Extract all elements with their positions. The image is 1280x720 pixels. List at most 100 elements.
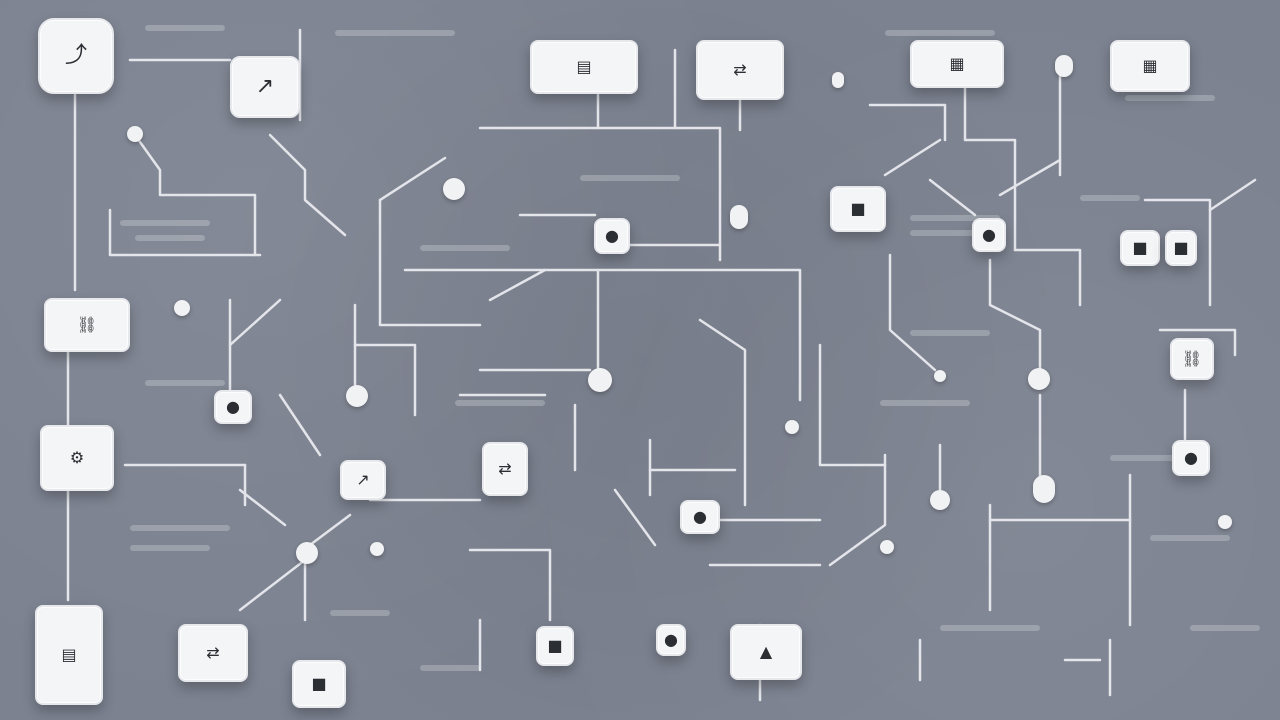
node-c[interactable]: ⇄ — [696, 40, 784, 100]
node-b[interactable]: ▤ — [530, 40, 638, 94]
bg-text — [940, 625, 1040, 631]
bg-text — [455, 400, 545, 406]
wire-right-2 — [888, 253, 937, 372]
node-j[interactable]: ■ — [292, 660, 346, 708]
node-d[interactable]: ▦ — [910, 40, 1004, 88]
node-small-6[interactable]: ■ — [536, 626, 574, 666]
bg-text — [145, 25, 225, 31]
wire-lower-left-7 — [308, 513, 352, 547]
bg-text — [580, 175, 680, 181]
node-small-7[interactable]: ● — [656, 624, 686, 656]
bg-text — [130, 525, 230, 531]
wire-center-7 — [353, 343, 417, 417]
node-a[interactable]: ↗ — [230, 56, 300, 118]
bg-text — [910, 215, 1000, 221]
wire-top-7 — [868, 103, 947, 142]
circle-icon: ● — [664, 630, 678, 649]
bg-text — [880, 400, 970, 406]
bg-text — [120, 220, 210, 226]
connector-dot — [934, 370, 946, 382]
doc-icon: ▤ — [61, 645, 77, 664]
wire-lower-left-4 — [238, 488, 287, 527]
wire-mid-left-3 — [268, 133, 347, 237]
wire-right-6 — [988, 258, 1042, 382]
wire-lower-left-6 — [238, 558, 307, 612]
connector-dot — [588, 368, 612, 392]
wire-lower-2 — [818, 343, 887, 467]
node-n[interactable]: ■ — [1120, 230, 1160, 266]
node-i[interactable]: ⇄ — [178, 624, 248, 682]
node-p[interactable]: ⛓ — [1170, 338, 1214, 380]
wire-center-4 — [488, 268, 547, 302]
square-icon: ■ — [1173, 238, 1189, 257]
switch-icon: ⇄ — [733, 60, 747, 79]
wire-mid-left-4 — [378, 198, 482, 327]
flow-icon: ⤴ — [64, 43, 87, 68]
wire-right-5 — [998, 158, 1062, 197]
wire-right-1 — [883, 138, 942, 177]
square-icon: ■ — [547, 636, 563, 655]
wire-right-3 — [928, 178, 977, 217]
bg-text — [1150, 535, 1230, 541]
wire-lower-1 — [698, 318, 747, 507]
node-e[interactable]: ▦ — [1110, 40, 1190, 92]
grid-icon: ▦ — [949, 54, 965, 73]
bg-text — [130, 545, 210, 551]
connector-dot — [1033, 475, 1055, 503]
wire-lower-7 — [468, 548, 552, 622]
bg-text — [1125, 95, 1215, 101]
wire-lower-5 — [613, 488, 657, 547]
connector-dot — [832, 72, 844, 88]
connector-dot — [1218, 515, 1232, 529]
triangle-icon: ▲ — [759, 642, 773, 661]
node-f[interactable]: ⛓ — [44, 298, 130, 352]
grid-icon: ▦ — [1142, 56, 1158, 75]
node-k[interactable]: ↗ — [340, 460, 386, 500]
node-small-2[interactable]: ● — [214, 390, 252, 424]
circle-icon: ● — [982, 225, 996, 244]
wire-lower-3 — [828, 453, 887, 567]
node-top-left-diagram[interactable]: ⤴ — [38, 18, 114, 94]
bg-text — [420, 245, 510, 251]
connector-dot — [296, 542, 318, 564]
bg-text — [1080, 195, 1140, 201]
bg-text — [330, 610, 390, 616]
link-icon: ⛓ — [1181, 349, 1203, 368]
square-icon: ■ — [1132, 238, 1148, 257]
connector-dot — [174, 300, 190, 316]
node-small-3[interactable]: ● — [972, 218, 1006, 252]
circle-icon: ● — [1184, 448, 1198, 467]
node-small-1[interactable]: ● — [594, 218, 630, 254]
switch-icon: ⇄ — [498, 459, 512, 478]
node-m[interactable]: ■ — [830, 186, 886, 232]
square-icon: ■ — [850, 199, 866, 218]
node-l[interactable]: ⇄ — [482, 442, 528, 496]
connector-dot — [370, 542, 384, 556]
arrow-icon: ↗ — [356, 470, 370, 489]
connector-dot — [930, 490, 950, 510]
node-small-4[interactable]: ● — [1172, 440, 1210, 476]
node-small-5[interactable]: ● — [680, 500, 720, 534]
connector-dot — [1055, 55, 1073, 77]
wire-right-8 — [1208, 178, 1257, 212]
doc-icon: ▤ — [576, 57, 592, 76]
circle-icon: ● — [226, 397, 240, 416]
bg-text — [1110, 455, 1210, 461]
bg-text — [910, 230, 990, 236]
node-o[interactable]: ■ — [1165, 230, 1197, 266]
wire-mid-left-2 — [108, 208, 262, 257]
link-icon: ⛓ — [76, 315, 98, 334]
connector-dot — [785, 420, 799, 434]
gear-icon: ⚙ — [69, 448, 85, 467]
node-g[interactable]: ⚙ — [40, 425, 114, 491]
node-h[interactable]: ▤ — [35, 605, 103, 705]
wire-lower-left-3 — [278, 393, 322, 457]
node-q[interactable]: ▲ — [730, 624, 802, 680]
bg-text — [420, 665, 480, 671]
arrow-icon: ↗ — [255, 74, 275, 99]
connector-dot — [346, 385, 368, 407]
bg-text — [135, 235, 205, 241]
wire-right-4 — [1013, 248, 1082, 307]
switch-icon: ⇄ — [206, 643, 220, 662]
